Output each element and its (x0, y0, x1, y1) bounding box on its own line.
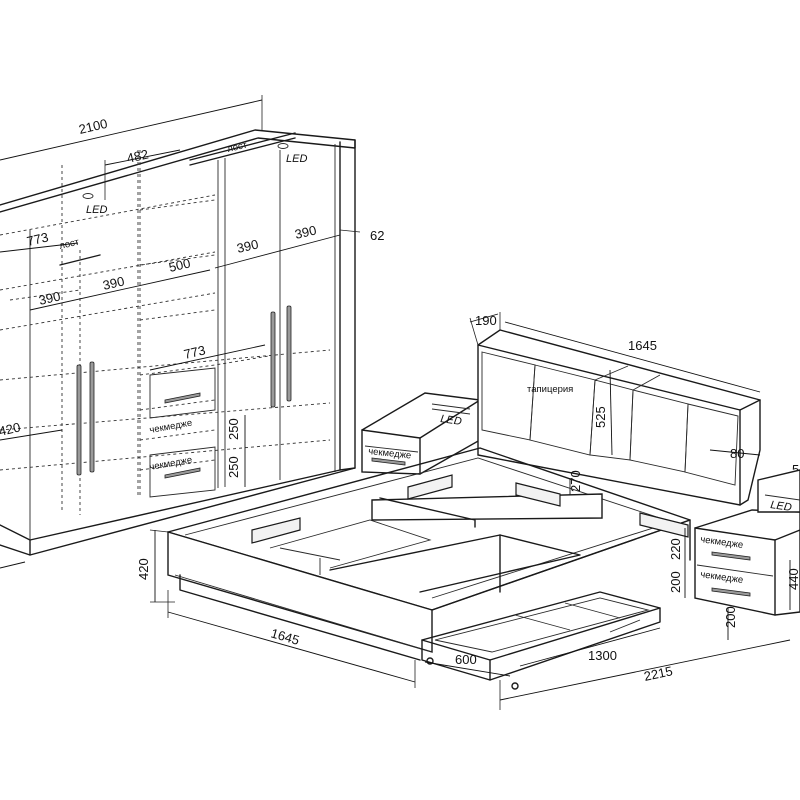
dim-600: 600 (455, 652, 477, 667)
dim-250-b: 250 (226, 456, 241, 478)
label-drawer-2: чекмедже (149, 455, 193, 473)
dim-420-bed: 420 (136, 558, 151, 580)
dim-773-top: 773 (25, 229, 50, 248)
nightstand-right-dimensions (684, 528, 791, 610)
dim-200-nightstand: 200 (668, 571, 683, 593)
dim-390-c: 390 (235, 236, 260, 255)
nightstand-right (694, 469, 800, 616)
label-nightstand-drawer-left: чекмедже (368, 446, 412, 461)
dim-200-drawer: 200 (723, 606, 738, 628)
bed-frame (167, 447, 691, 661)
label-led-nightstand-left: LED (440, 413, 463, 428)
dim-1645-headboard: 1645 (628, 338, 657, 353)
dim-62: 62 (370, 228, 384, 243)
dim-220: 220 (668, 538, 683, 560)
headboard (477, 329, 761, 506)
headboard-dimensions (469, 312, 761, 505)
dim-420-left: 420 (0, 419, 22, 438)
dim-5: 5 (792, 462, 799, 477)
dim-390-b: 390 (101, 273, 126, 292)
dim-1300: 1300 (588, 648, 617, 663)
dim-190: 190 (475, 313, 497, 328)
label-post-top: лост (226, 140, 249, 155)
wardrobe (0, 129, 356, 556)
label-led-left: LED (86, 204, 107, 216)
label-post-mid: лост (58, 237, 81, 252)
drawer-dimensions (424, 608, 729, 677)
wardrobe-dimensions (0, 95, 361, 569)
dim-440: 440 (786, 568, 800, 590)
nightstand-left (361, 392, 481, 475)
dim-525: 525 (593, 406, 608, 428)
bed-drawer (421, 591, 661, 690)
label-led-top: LED (286, 153, 307, 165)
dim-80: 80 (730, 446, 744, 461)
label-drawer-1: чекмедже (149, 418, 193, 436)
dim-500: 500 (167, 255, 192, 274)
dim-2215: 2215 (643, 663, 674, 684)
bed-dimensions (149, 529, 791, 710)
dim-482: 482 (125, 146, 150, 165)
dim-250-a: 250 (226, 418, 241, 440)
dim-390-a: 390 (37, 288, 62, 307)
dim-773-mid: 773 (182, 342, 207, 361)
label-upholstery: тапицерия (527, 384, 573, 395)
dim-1645-bed: 1645 (269, 625, 301, 647)
label-led-nightstand-right: LED (770, 499, 793, 514)
dim-390-d: 390 (293, 222, 318, 241)
dim-2100: 2100 (77, 116, 109, 137)
